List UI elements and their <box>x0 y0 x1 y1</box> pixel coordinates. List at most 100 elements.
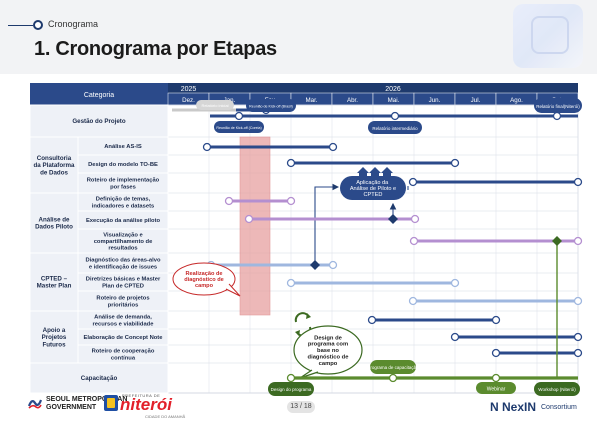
cap-programa-pill <box>370 360 416 374</box>
seoul-line-2: GOVERNMENT <box>46 404 97 411</box>
house-icon <box>381 167 393 173</box>
bar-node <box>450 158 460 168</box>
seoul-line-1: SEOUL METROPOLITAN <box>46 396 128 403</box>
bar-node <box>244 214 254 224</box>
month-label: Abr. <box>347 97 358 104</box>
cap-design-label: Design do programa <box>271 387 312 392</box>
year-2026-label: 2026 <box>385 86 401 93</box>
house-icon-body <box>383 173 391 176</box>
section-label: Cronograma <box>48 19 99 29</box>
bar-node <box>328 142 338 152</box>
realizacao-text: Realização de <box>186 271 223 277</box>
house-icon-body <box>359 173 367 176</box>
bar-node <box>328 260 338 270</box>
category-row-label: Análise de demanda,recursos e viabilidad… <box>93 315 155 328</box>
page-indicator: 13 / 18 <box>287 401 315 413</box>
bar-node <box>573 348 583 358</box>
cap-webinar-label: Webinar <box>487 387 506 393</box>
house-icon-body <box>371 173 379 176</box>
bar-node <box>408 177 418 187</box>
bar-node <box>450 278 460 288</box>
cap-programa-label: Programa de capacitação <box>367 365 419 370</box>
kickoff-brasil-pill <box>246 99 296 112</box>
kickoff-brasil-label: Reunião de Kick-off (Brasil) <box>249 105 293 109</box>
nexin-mark: N <box>490 400 499 414</box>
category-group-cell <box>29 104 169 138</box>
category-header-cell <box>30 83 168 105</box>
relatorio-intermediario-label: Relatório intermediário <box>372 126 418 131</box>
seoul-government-label: SEOUL METROPOLITAN GOVERNMENT <box>46 396 127 412</box>
bar-node <box>573 236 583 246</box>
cap-workshop-label: Workshop (Niterói) <box>538 387 576 392</box>
niteroi-prefeitura: PREFEITURA DE <box>122 393 161 398</box>
category-row-cell <box>77 228 169 254</box>
month-label: Jun. <box>429 97 441 104</box>
realizacao-callout <box>172 262 236 296</box>
bar-node <box>408 296 418 306</box>
month-label: Jul. <box>471 97 481 104</box>
bar-node <box>573 177 583 187</box>
category-row-cell <box>77 344 169 364</box>
seoul-logo-icon <box>28 399 42 409</box>
category-row-label: Design do modelo TO-BE <box>88 162 158 168</box>
category-row-label: Execução da análise piloto <box>86 218 161 224</box>
bar-node <box>286 278 296 288</box>
relatorio-inicial-label: Relatório inicial <box>201 103 228 108</box>
gestao-node <box>390 111 400 121</box>
bar-node <box>491 373 501 383</box>
gestao-node <box>552 111 562 121</box>
bar-node <box>202 142 212 152</box>
category-row-label: Elaboração de Concept Note <box>84 335 164 341</box>
aplicacao-label-text: Aplicação da <box>356 180 389 186</box>
month-label: Mai. <box>388 97 400 104</box>
cap-design-pill <box>268 382 314 396</box>
category-group-cell <box>29 310 79 364</box>
house-icon <box>369 167 381 173</box>
bar-node <box>573 332 583 342</box>
year-2025-label: 2025 <box>181 86 197 93</box>
category-group-cell <box>29 136 79 194</box>
bar-node <box>491 348 501 358</box>
category-group-cell <box>29 362 169 394</box>
year-2026-cell <box>209 83 578 93</box>
milestone-diamond <box>310 260 320 270</box>
bar-node <box>573 296 583 306</box>
bar-node <box>410 214 420 224</box>
bar-node <box>224 196 234 206</box>
category-group-label: Gestão do Projeto <box>72 118 126 125</box>
realizacao-callout-tail <box>225 283 241 297</box>
niteroi-wordmark: niterói <box>120 395 172 414</box>
category-row-label: Definição de temas,indicadores e dataset… <box>92 197 155 210</box>
header-decoration <box>513 4 583 68</box>
gestao-node <box>234 111 244 121</box>
header-band <box>0 0 597 74</box>
bar-node <box>409 236 419 246</box>
bar-node <box>286 158 296 168</box>
category-header-label: Categoria <box>84 92 114 99</box>
category-group-label: CPTED –Master Plan <box>37 276 72 290</box>
year-2025-cell <box>168 83 209 93</box>
bar-node <box>388 373 398 383</box>
kickoff-coreia-pill <box>214 121 264 133</box>
milestone-diamond <box>552 236 562 246</box>
bar-node <box>286 196 296 206</box>
house-icon <box>357 167 369 173</box>
design-programa-callout <box>293 325 363 375</box>
cap-workshop-pill <box>534 382 580 396</box>
month-label: Dez. <box>182 97 195 104</box>
page-title: 1. Cronograma por Etapas <box>34 38 277 60</box>
aplicacao-pill <box>340 176 406 200</box>
section-line <box>8 25 33 26</box>
relatorio-final-label: Relatório final(Niterói) <box>536 104 580 109</box>
